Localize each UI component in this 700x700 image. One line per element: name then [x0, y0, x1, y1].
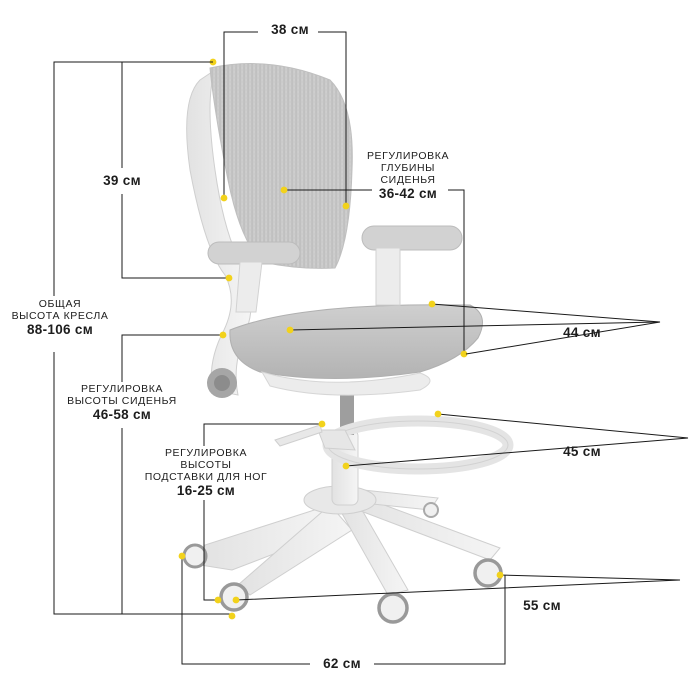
base-width-line-right [374, 575, 506, 665]
total-height-label: ОБЩАЯ ВЫСОТА КРЕСЛА 88-106 см [5, 298, 115, 338]
total-height-caption-2: ВЫСОТА КРЕСЛА [11, 310, 109, 323]
footrest-height-caption-1: РЕГУЛИРОВКА [164, 447, 248, 459]
base-width-line [181, 556, 310, 665]
seat-height-value: 46-58 см [92, 407, 152, 423]
seat-width-label: 44 см [563, 325, 601, 340]
seat-width-marker-right [428, 300, 436, 308]
footrest-width-label: 45 см [563, 444, 601, 459]
seat-height-caption-1: РЕГУЛИРОВКА [80, 383, 164, 395]
armrest-left [207, 241, 301, 313]
footrest-height-line-bottom [203, 500, 218, 601]
seat-width-line [431, 303, 661, 355]
backrest-frame [186, 68, 252, 396]
back-height-line-bottom [121, 194, 229, 279]
seat-depth-value: 36-42 см [378, 186, 438, 202]
footrest-height-label: РЕГУЛИРОВКА ВЫСОТЫ ПОДСТАВКИ ДЛЯ НОГ 16-… [140, 447, 272, 499]
back-height-label: 39 см [103, 173, 141, 188]
footrest-ring [317, 415, 514, 475]
base-width-label: 62 см [323, 656, 361, 671]
seat-height-marker-top [219, 331, 227, 339]
total-height-line-bottom [53, 352, 232, 615]
seat-depth-caption-3: СИДЕНЬЯ [380, 174, 436, 187]
seat-depth-line-right [448, 189, 465, 354]
footrest-height-value: 16-25 см [176, 483, 236, 499]
armrest-right [361, 225, 463, 306]
seat-depth-caption-2: ГЛУБИНЫ [380, 162, 436, 175]
seat-depth-marker-right [460, 350, 468, 358]
footrest-width-marker-left [342, 462, 350, 470]
footrest-height-caption-2: ВЫСОТЫ [180, 459, 232, 472]
back-width-line [223, 31, 258, 198]
base-depth-marker-left [232, 596, 240, 604]
total-height-caption-1: ОБЩАЯ [38, 298, 82, 310]
back-width-marker-right [342, 202, 350, 210]
back-height-marker-bottom [225, 274, 233, 282]
base-depth-label: 55 см [523, 598, 561, 613]
footrest-height-marker-top [318, 420, 326, 428]
total-height-value: 88-106 см [27, 322, 93, 338]
back-width-label: 38 см [271, 22, 309, 37]
base-depth-line [235, 574, 681, 601]
total-height-marker-bottom [228, 612, 236, 620]
seat-height-line-top [121, 334, 223, 382]
seat-depth-caption-1: РЕГУЛИРОВКА [366, 150, 450, 162]
back-width-line-right [318, 31, 347, 206]
seat-height-label: РЕГУЛИРОВКА ВЫСОТЫ СИДЕНЬЯ 46-58 см [62, 383, 182, 423]
seat-height-caption-2: ВЫСОТЫ СИДЕНЬЯ [67, 395, 177, 408]
seat-width-marker-left [286, 326, 294, 334]
back-width-marker-left [220, 194, 228, 202]
seat-depth-marker-left [280, 186, 288, 194]
base-depth-marker-right [496, 571, 504, 579]
footrest-height-caption-3: ПОДСТАВКИ ДЛЯ НОГ [144, 471, 268, 484]
backrest-mesh [209, 63, 353, 269]
chair-wheels [182, 502, 503, 624]
base-width-marker-left [178, 552, 186, 560]
seat-depth-label: РЕГУЛИРОВКА ГЛУБИНЫ СИДЕНЬЯ 36-42 см [348, 150, 468, 202]
back-height-line-top [121, 61, 213, 168]
footrest-height-line [203, 423, 322, 446]
seat-width-line-2 [289, 321, 661, 331]
footrest-width-marker-right [434, 410, 442, 418]
footrest-width-line [345, 413, 689, 467]
footrest-height-marker-bottom [214, 596, 222, 604]
